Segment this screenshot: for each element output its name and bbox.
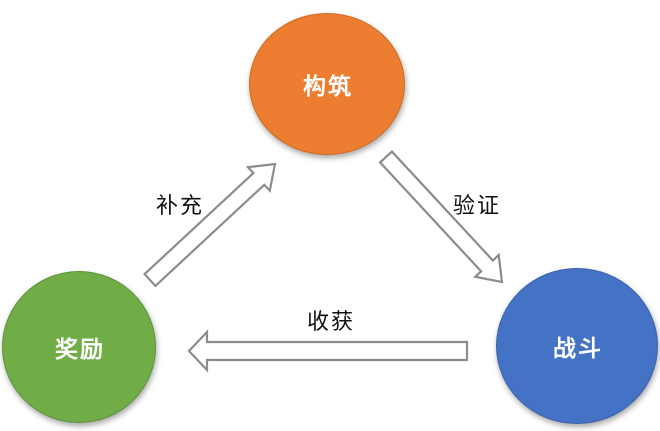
arrow-build-to-combat-icon <box>378 150 504 284</box>
edge-label-validate: 验证 <box>452 193 502 218</box>
edge-label-harvest: 收获 <box>306 309 356 334</box>
node-reward-label: 奖励 <box>55 336 105 362</box>
node-build-label: 构筑 <box>303 73 353 99</box>
node-build-circle: 构筑 <box>249 13 405 155</box>
edge-label-replenish: 补充 <box>155 193 205 218</box>
node-reward-circle: 奖励 <box>2 271 156 423</box>
node-combat-label: 战斗 <box>553 335 603 361</box>
arrow-combat-to-reward-icon <box>187 329 469 373</box>
arrow-reward-to-build-icon <box>143 162 277 288</box>
node-combat-circle: 战斗 <box>496 268 658 424</box>
